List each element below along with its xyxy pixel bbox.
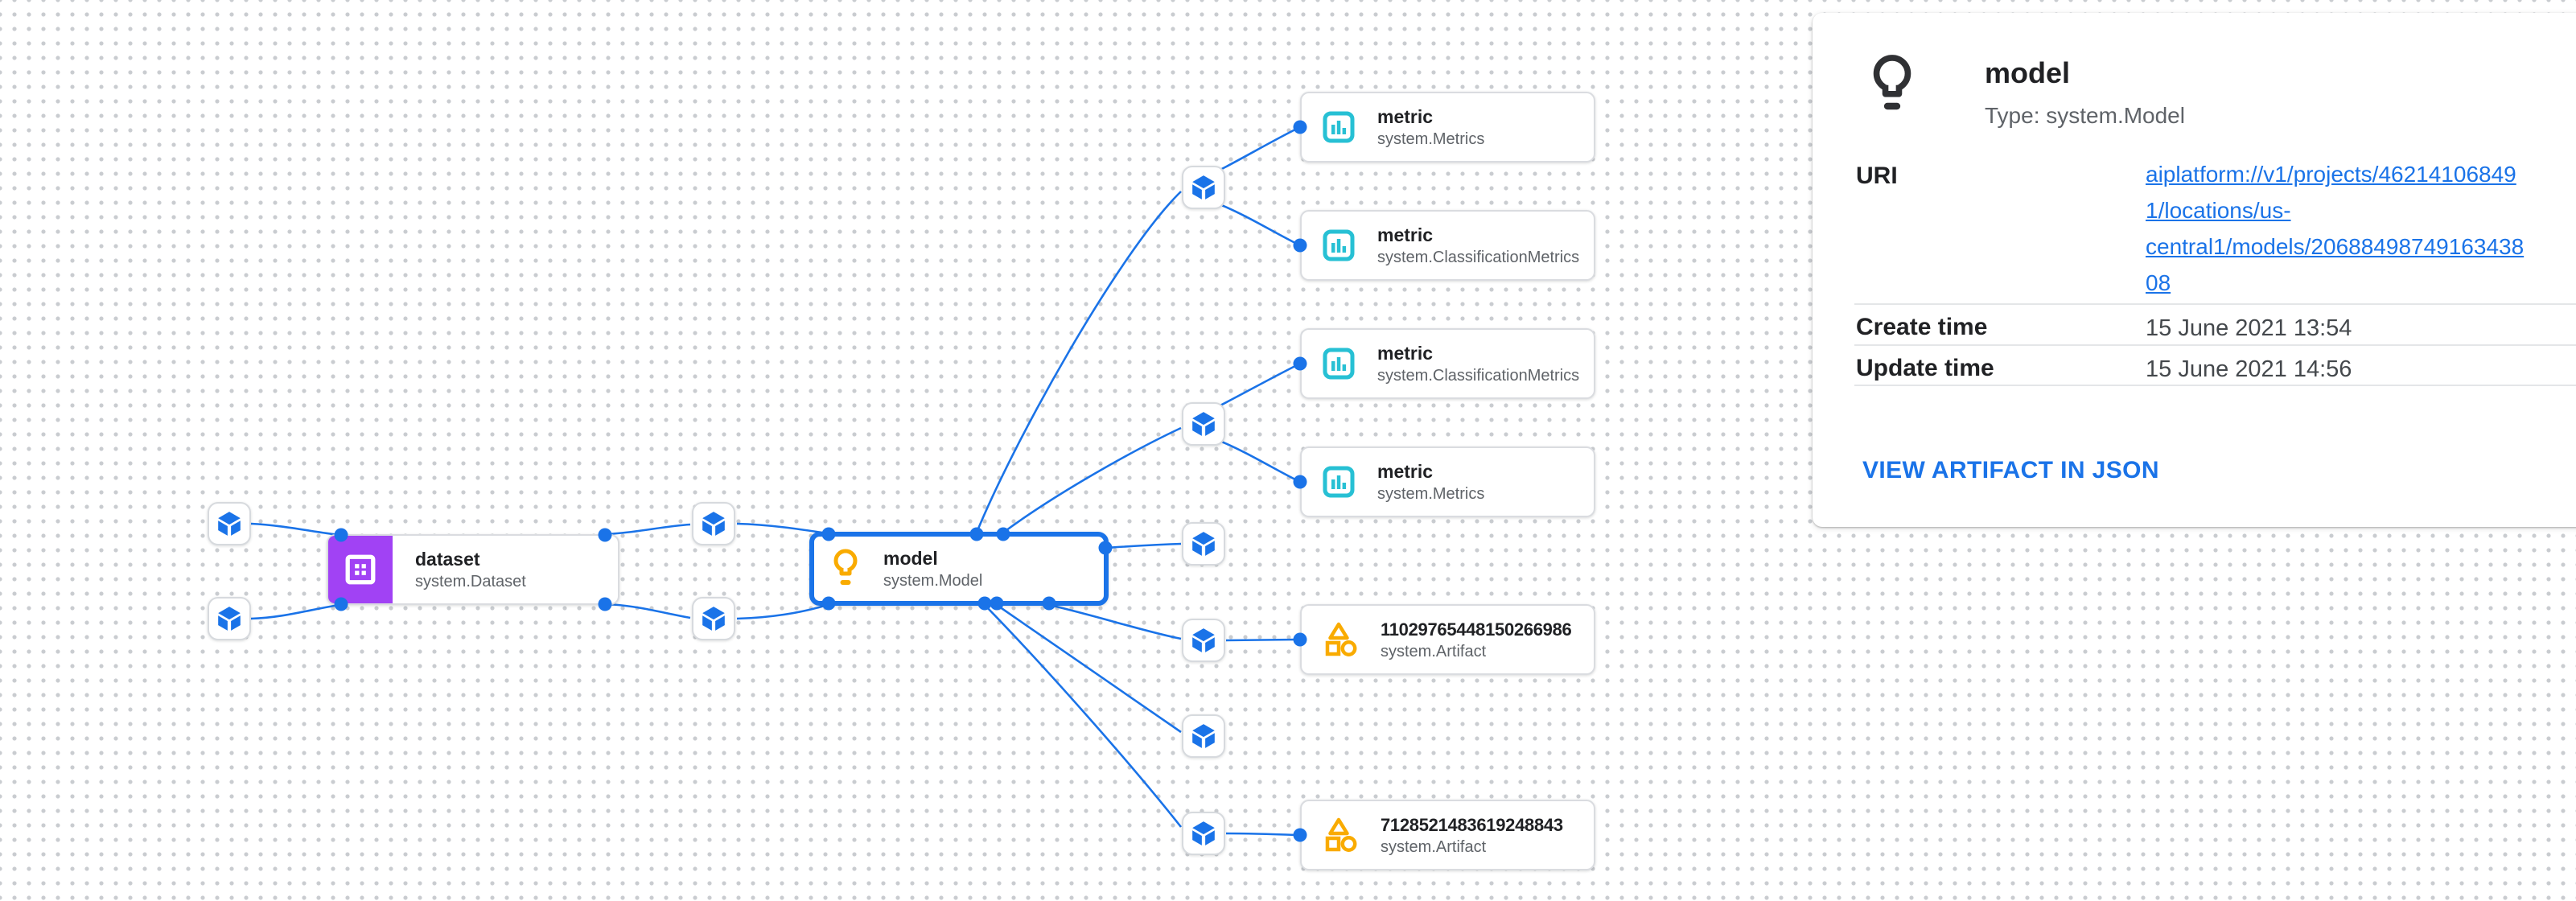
generic-artifact-card-2[interactable]: 7128521483619248843 system.Artifact <box>1300 800 1595 870</box>
panel-type-label: Type: system.Model <box>1985 103 2185 128</box>
dataset-grid-icon <box>328 536 393 603</box>
metric-artifact-card-2[interactable]: metric system.ClassificationMetrics <box>1300 210 1595 281</box>
cube-icon <box>702 512 725 536</box>
cube-icon <box>218 512 241 536</box>
bar-chart-icon <box>1323 348 1355 380</box>
execution-node-3[interactable] <box>692 502 735 545</box>
uri-link-line[interactable]: 1/locations/us- <box>2146 198 2291 223</box>
card-subtitle: system.ClassificationMetrics <box>1377 366 1580 385</box>
cube-icon <box>1192 628 1215 652</box>
card-title: metric <box>1377 460 1434 482</box>
execution-node-6[interactable] <box>1182 402 1225 446</box>
card-subtitle: system.ClassificationMetrics <box>1377 248 1580 266</box>
create-time-value: 15 June 2021 13:54 <box>2146 315 2352 341</box>
row-divider <box>1854 385 2576 386</box>
uri-link-line[interactable]: 08 <box>2146 270 2171 295</box>
artifact-details-panel: model Type: system.Model URI aiplatform:… <box>1813 13 2576 527</box>
card-title: metric <box>1377 224 1434 245</box>
card-subtitle: system.Artifact <box>1381 642 1487 660</box>
card-subtitle: system.Metrics <box>1377 484 1485 503</box>
update-time-label: Update time <box>1856 355 1994 381</box>
card-title: model <box>883 547 938 569</box>
view-artifact-in-json-link[interactable]: VIEW ARTIFACT IN JSON <box>1862 457 2159 483</box>
card-title: dataset <box>415 548 480 570</box>
model-artifact-card-selected[interactable]: model system.Model <box>809 532 1109 606</box>
uri-link-line[interactable]: central1/models/20688498749163438 <box>2146 234 2525 259</box>
cube-icon <box>1192 821 1215 845</box>
execution-node-1[interactable] <box>208 502 251 545</box>
bar-chart-icon <box>1323 229 1355 261</box>
card-title: 7128521483619248843 <box>1381 814 1563 835</box>
card-subtitle: system.Artifact <box>1381 837 1487 856</box>
card-subtitle: system.Metrics <box>1377 130 1485 148</box>
shapes-icon <box>1323 817 1358 854</box>
row-divider <box>1854 344 2576 346</box>
card-title: metric <box>1377 105 1434 127</box>
cube-icon <box>1192 412 1215 436</box>
cube-icon <box>1192 724 1215 748</box>
card-subtitle: system.Model <box>883 571 983 590</box>
metric-artifact-card-3[interactable]: metric system.ClassificationMetrics <box>1300 328 1595 399</box>
bar-chart-icon <box>1323 466 1355 498</box>
execution-node-8[interactable] <box>1182 619 1225 662</box>
uri-row-label: URI <box>1856 163 1898 189</box>
execution-node-10[interactable] <box>1182 812 1225 855</box>
card-subtitle: system.Dataset <box>415 572 526 590</box>
create-time-label: Create time <box>1856 314 1988 340</box>
metric-artifact-card-4[interactable]: metric system.Metrics <box>1300 446 1595 517</box>
cube-icon <box>702 607 725 631</box>
execution-node-9[interactable] <box>1182 714 1225 758</box>
generic-artifact-card-1[interactable]: 11029765448150266986 system.Artifact <box>1300 604 1595 675</box>
cube-icon <box>218 607 241 631</box>
cube-icon <box>1192 532 1215 556</box>
metric-artifact-card-1[interactable]: metric system.Metrics <box>1300 92 1595 163</box>
execution-node-4[interactable] <box>692 597 735 640</box>
card-title: 11029765448150266986 <box>1381 619 1572 640</box>
lightbulb-icon <box>832 548 859 590</box>
row-divider <box>1854 303 2576 305</box>
uri-link-line[interactable]: aiplatform://v1/projects/46214106849 <box>2146 162 2516 187</box>
execution-node-2[interactable] <box>208 597 251 640</box>
dataset-artifact-card[interactable]: dataset system.Dataset <box>327 534 619 605</box>
execution-node-5[interactable] <box>1182 166 1225 209</box>
card-title: metric <box>1377 342 1434 364</box>
shapes-icon <box>1323 621 1358 658</box>
uri-link[interactable]: aiplatform://v1/projects/46214106849 1/l… <box>2146 156 2557 301</box>
update-time-value: 15 June 2021 14:56 <box>2146 356 2352 382</box>
cube-icon <box>1192 175 1215 200</box>
execution-node-7[interactable] <box>1182 522 1225 566</box>
panel-title: model <box>1985 56 2071 89</box>
bar-chart-icon <box>1323 111 1355 143</box>
